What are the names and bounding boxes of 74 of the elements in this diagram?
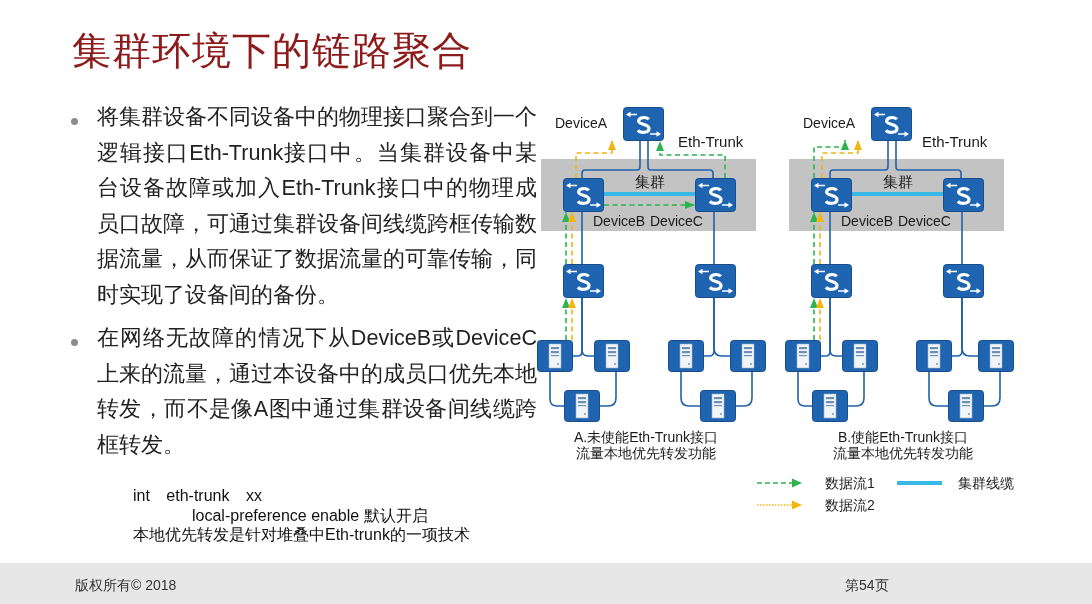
bullet-text: 将集群设备不同设备中的物理接口聚合到一个逻辑接口Eth-Trunk接口中。当集群设备中某台设备故障或加入Eth-Trunk接口中的物理成员口故障，可通过集群设备间线缆跨框传输数据流量，从而保证了数据流量的可靠传输，同时实现了设备间的备份。 [97,103,537,309]
server-icon [948,390,984,422]
link-line [581,297,595,357]
legend-label: 数据流2 [825,496,875,514]
switch-icon [943,264,984,298]
link-line [961,297,979,357]
link-line [581,211,583,265]
code-line: int eth-trunk xx [133,486,262,505]
annotation-text: Eth-Trunk [678,133,744,150]
link-line [829,297,843,357]
link-line [647,140,714,179]
edge-label: 集群 [883,174,913,190]
page-number: 第54页 [845,576,889,594]
dashed-arrow [568,297,576,341]
link-line [599,371,617,407]
server-icon [668,340,704,372]
switch-icon [695,264,736,298]
edge-label: 集群 [635,174,665,190]
server-icon [594,340,630,372]
link-line [829,211,831,265]
link-line [983,371,1001,407]
link-line [581,140,641,179]
server-icon [916,340,952,372]
dashed-arrow [603,201,696,209]
device-label: DeviceC [898,213,951,229]
dashed-arrow [568,211,576,265]
legend-label: 数据流1 [825,474,875,492]
cluster-band [789,159,1004,231]
link-line [961,211,963,265]
server-icon [785,340,821,372]
device-label: DeviceA [555,115,608,131]
link-line [928,371,949,407]
dashed-arrow [656,140,726,179]
link-line [713,211,715,265]
switch-icon [811,264,852,298]
link-line [735,371,753,407]
link-line [829,140,889,179]
dashed-arrow [816,211,824,265]
device-label: DeviceC [650,213,703,229]
server-icon [978,340,1014,372]
dashed-arrow [810,297,818,341]
server-icon [700,390,736,422]
link-line [680,371,701,407]
legend-label: 集群线缆 [958,474,1014,492]
server-icon [564,390,600,422]
thick-line [852,192,943,196]
server-icon [842,340,878,372]
code-line: local-preference enable 默认开启 [192,506,428,525]
server-icon [537,340,573,372]
copyright-text: 版权所有© 2018 [75,576,177,594]
figure-caption: A.未使能Eth-Trunk接口流量本地优先转发功能 [572,429,720,461]
dashed-arrow [562,297,570,341]
device-label: DeviceB [593,213,646,229]
figure-caption: B.使能Eth-Trunk接口流量本地优先转发功能 [832,429,974,461]
dashed-arrow [816,297,824,341]
server-icon [812,390,848,422]
dashed-arrow [813,139,849,179]
dashed-arrow [562,211,570,265]
cluster-band [541,159,756,231]
annotation-text: Eth-Trunk [922,133,988,150]
note-text: 本地优先转发是针对堆叠中Eth-trunk的一项技术 [133,525,470,544]
slide-title: 集群环境下的链路聚合 [72,28,472,74]
dashed-arrow [575,139,616,179]
device-label: DeviceA [803,115,856,131]
dashed-arrow [821,139,862,179]
bullet-text: 在网络无故障的情况下从DeviceB或DeviceC上来的流量，通过本设备中的成员口优先本地转发，而不是像A图中通过集群设备间线缆跨框转发。 [97,324,537,459]
switch-icon [563,264,604,298]
link-line [895,140,962,179]
device-label: DeviceB [841,213,894,229]
link-line [713,297,731,357]
link-line [847,371,865,407]
server-icon [730,340,766,372]
thick-line [604,192,695,196]
dashed-arrow [810,211,818,265]
